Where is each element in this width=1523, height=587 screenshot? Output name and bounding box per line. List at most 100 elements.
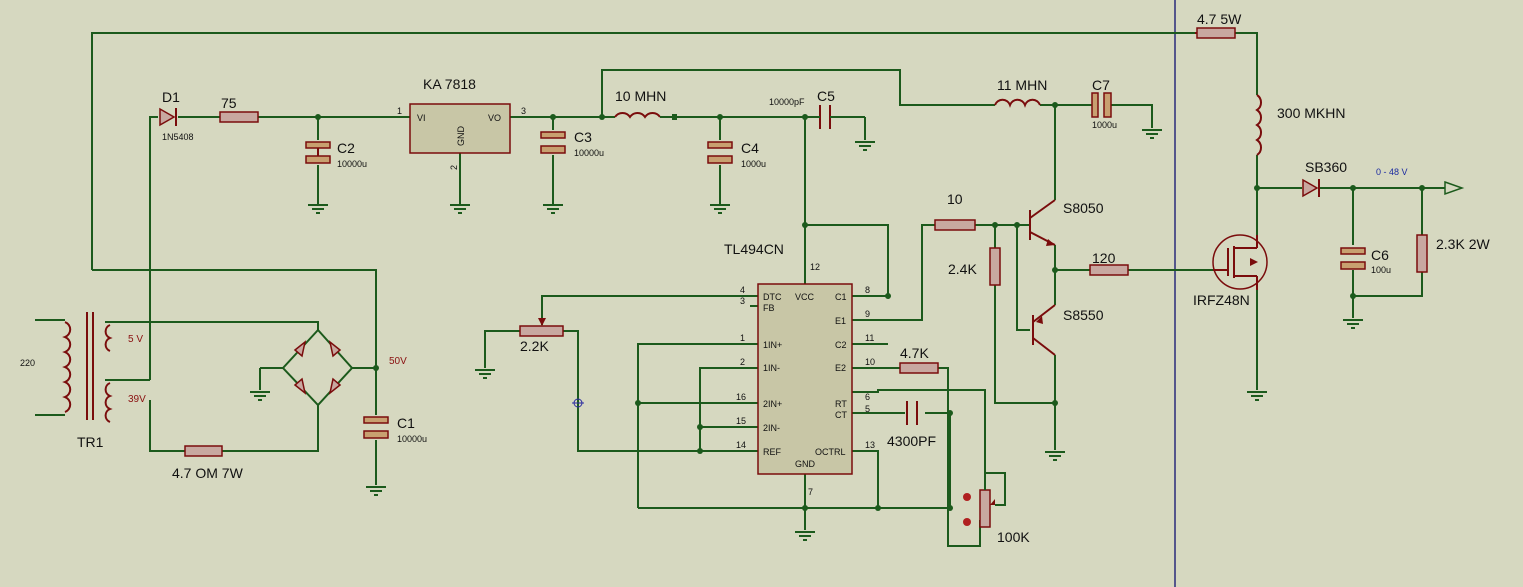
capacitor-c2 — [305, 141, 331, 164]
inductor-11mhn — [994, 98, 1041, 108]
label-c1: C1 — [397, 415, 415, 431]
svg-text:1IN-: 1IN- — [763, 363, 780, 373]
svg-text:1: 1 — [397, 106, 402, 116]
svg-text:8: 8 — [865, 285, 870, 295]
resistor-2-4k — [989, 247, 1001, 286]
capacitor-4300pf — [906, 401, 918, 425]
ground-symbols — [250, 129, 1363, 541]
svg-text:C1: C1 — [835, 292, 847, 302]
label-c6-val: 100u — [1371, 265, 1391, 275]
svg-text:2: 2 — [449, 165, 459, 170]
label-c6: C6 — [1371, 247, 1389, 263]
svg-text:VO: VO — [488, 113, 501, 123]
ic-pin-labels: DTC FB VCC C1 E1 C2 E2 1IN+ 1IN- 2IN+ 2I… — [736, 262, 875, 497]
label-c5: C5 — [817, 88, 835, 104]
label-tr1: TR1 — [77, 434, 104, 450]
label-pot22: 2.2K — [520, 338, 549, 354]
svg-text:14: 14 — [736, 440, 746, 450]
svg-text:13: 13 — [865, 440, 875, 450]
label-c2-val: 10000u — [337, 159, 367, 169]
label-v50: 50V — [389, 356, 407, 367]
label-l11: 11 MHN — [997, 77, 1047, 93]
transistor-s8550 — [1032, 304, 1056, 356]
output-terminal-arrow — [1444, 180, 1465, 196]
component-labels: 4.7 5W D1 1N5408 75 C2 10000u KA 7818 VI… — [20, 11, 1490, 545]
resistor-4-7om-7w — [184, 445, 223, 457]
svg-text:3: 3 — [740, 296, 745, 306]
label-v39: 39V — [128, 394, 146, 405]
label-r24k: 2.4K — [948, 261, 977, 277]
svg-text:VCC: VCC — [795, 292, 815, 302]
potentiometer-2-2k — [519, 318, 584, 408]
capacitor-c7 — [1091, 92, 1112, 118]
capacitor-c5 — [815, 105, 835, 129]
label-r47k: 4.7K — [900, 345, 929, 361]
resistor-120 — [1089, 264, 1129, 276]
label-c4: C4 — [741, 140, 759, 156]
ic-tl494cn — [757, 283, 853, 475]
diode-sb360 — [1302, 178, 1320, 198]
svg-text:OCTRL: OCTRL — [815, 447, 846, 457]
capacitor-c1 — [363, 416, 389, 439]
svg-text:REF: REF — [763, 447, 782, 457]
label-d1-part: 1N5408 — [162, 132, 194, 142]
label-c7: C7 — [1092, 77, 1110, 93]
resistor-4-7-5w — [1195, 27, 1236, 39]
svg-text:E1: E1 — [835, 316, 846, 326]
svg-text:1: 1 — [740, 333, 745, 343]
label-r47om: 4.7 OM 7W — [172, 465, 244, 481]
svg-text:2IN-: 2IN- — [763, 423, 780, 433]
svg-text:3: 3 — [521, 106, 526, 116]
svg-text:2: 2 — [740, 357, 745, 367]
wires — [35, 32, 1445, 547]
capacitor-c6 — [1340, 247, 1366, 270]
svg-text:VI: VI — [417, 113, 426, 123]
inductor-300mkhn — [1255, 94, 1263, 156]
label-c7-val: 1000u — [1092, 120, 1117, 130]
label-vout: 0 - 48 V — [1376, 167, 1408, 177]
svg-text:6: 6 — [865, 392, 870, 402]
svg-text:E2: E2 — [835, 363, 846, 373]
label-c2: C2 — [337, 140, 355, 156]
bridge-rectifier — [281, 329, 354, 407]
label-regulator: KA 7818 — [423, 76, 476, 92]
svg-text:GND: GND — [456, 126, 466, 147]
svg-text:11: 11 — [865, 333, 874, 343]
svg-text:7: 7 — [808, 487, 813, 497]
svg-text:DTC: DTC — [763, 292, 782, 302]
resistor-75 — [219, 111, 259, 123]
svg-text:2IN+: 2IN+ — [763, 399, 782, 409]
svg-text:RT: RT — [835, 399, 847, 409]
label-c4-val: 1000u — [741, 159, 766, 169]
junctions — [315, 102, 1425, 511]
svg-text:C2: C2 — [835, 340, 847, 350]
svg-text:FB: FB — [763, 303, 775, 313]
svg-text:16: 16 — [736, 392, 746, 402]
svg-text:10: 10 — [865, 357, 875, 367]
capacitor-c3 — [540, 131, 566, 154]
label-c5-val: 10000pF — [769, 97, 805, 107]
inductor-10mhn — [614, 111, 677, 120]
label-d1: D1 — [162, 89, 180, 105]
label-ic: TL494CN — [724, 241, 784, 257]
label-s8050: S8050 — [1063, 200, 1104, 216]
regulator-ka7818 — [409, 103, 511, 154]
label-r120: 120 — [1092, 250, 1116, 266]
label-pot100: 100K — [997, 529, 1030, 545]
label-c1-val: 10000u — [397, 434, 427, 444]
capacitor-c4 — [707, 141, 733, 164]
resistor-4-7k — [899, 362, 939, 374]
svg-text:15: 15 — [736, 416, 746, 426]
svg-text:9: 9 — [865, 309, 870, 319]
label-v5: 5 V — [128, 334, 143, 345]
mosfet-irfz48n — [1212, 234, 1268, 290]
label-r23k: 2.3K 2W — [1436, 236, 1490, 252]
label-irfz: IRFZ48N — [1193, 292, 1250, 308]
diode-d1 — [159, 107, 177, 127]
label-l10: 10 MHN — [615, 88, 666, 104]
svg-text:1IN+: 1IN+ — [763, 340, 782, 350]
svg-text:CT: CT — [835, 410, 847, 420]
potentiometer-100k — [963, 473, 995, 528]
label-r75: 75 — [221, 95, 237, 111]
